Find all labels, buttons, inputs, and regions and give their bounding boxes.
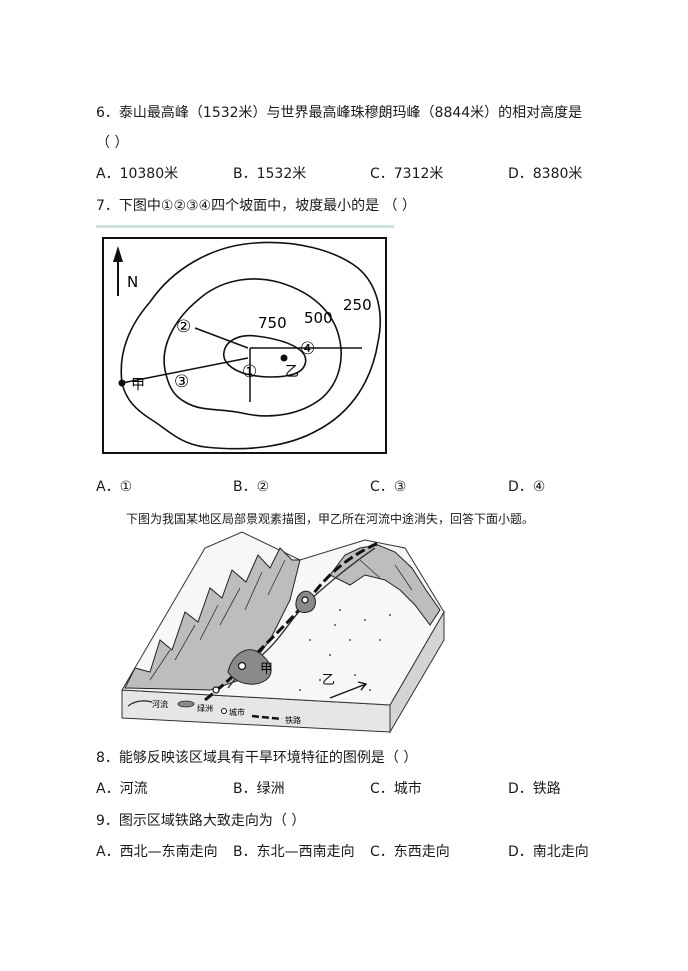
q8-option-c: C．城市 xyxy=(370,781,422,797)
legend-city-label: 城市 xyxy=(229,707,245,717)
slope-label-2: ② xyxy=(176,317,191,337)
legend-city-icon xyxy=(221,708,227,714)
legend-railway-icon xyxy=(251,714,283,721)
q9-stem: 9．图示区域铁路大致走向为（ ） xyxy=(96,813,306,829)
q8-option-a: A．河流 xyxy=(96,781,148,797)
context-caption: 下图为我国某地区局部景观素描图，甲乙所在河流中途消失，回答下面小题。 xyxy=(126,512,535,526)
label-jia: 甲 xyxy=(131,377,145,393)
q8-option-d: D．铁路 xyxy=(508,781,561,797)
q7-option-a: A．① xyxy=(96,479,133,495)
legend-railway-label: 铁路 xyxy=(285,715,301,725)
slope-line-2 xyxy=(194,327,249,349)
mountains-left xyxy=(124,547,301,691)
q6-option-a: A．10380米 xyxy=(96,166,179,182)
block-right-face xyxy=(389,610,445,734)
city-south xyxy=(212,686,220,694)
point-jia xyxy=(118,379,126,387)
contour-750 xyxy=(222,334,307,378)
contour-250 xyxy=(120,241,381,450)
q6-option-d: D．8380米 xyxy=(508,166,583,182)
slope-label-1: ① xyxy=(242,362,257,382)
contour-500 xyxy=(163,278,342,417)
q6-option-b: B．1532米 xyxy=(233,166,307,182)
city-jia xyxy=(237,661,247,671)
contour-label-750: 750 xyxy=(258,314,287,332)
mountains-right xyxy=(329,544,441,626)
north-label: N xyxy=(127,273,138,291)
legend-oasis-icon xyxy=(177,700,195,708)
legend: 河流 绿洲 城市 铁路 xyxy=(127,699,301,725)
oasis-jia xyxy=(227,649,272,685)
railway xyxy=(204,540,381,702)
legend-river-label: 河流 xyxy=(152,699,168,709)
north-arrow-icon xyxy=(113,246,123,296)
desert-dots xyxy=(299,609,391,691)
slope-label-4: ④ xyxy=(300,339,315,359)
block-top xyxy=(121,531,445,706)
separator xyxy=(96,225,394,228)
q8-stem: 8．能够反映该区域具有干旱环境特征的图例是（ ） xyxy=(96,750,418,766)
q6-answer-paren: （ ） xyxy=(96,135,129,151)
q8-option-b: B．绿洲 xyxy=(233,781,285,797)
city-north xyxy=(301,596,309,604)
q9-option-a: A．西北—东南走向 xyxy=(96,844,218,860)
legend-oasis-label: 绿洲 xyxy=(197,704,213,713)
q9-option-d: D．南北走向 xyxy=(508,844,589,860)
q7-stem: 7．下图中①②③④四个坡面中，坡度最小的是 （ ） xyxy=(96,198,417,214)
q7-option-c: C．③ xyxy=(370,479,407,495)
q6-option-c: C．7312米 xyxy=(370,166,444,182)
q7-option-b: B．② xyxy=(233,479,270,495)
diagram-label-jia: 甲 xyxy=(260,662,273,677)
q7-option-d: D．④ xyxy=(508,479,546,495)
slope-line-jia xyxy=(121,357,249,384)
point-yi xyxy=(280,354,288,362)
label-yi: 乙 xyxy=(285,364,299,380)
contour-label-500: 500 xyxy=(304,309,333,327)
oasis-north xyxy=(295,590,316,613)
contour-label-250: 250 xyxy=(343,296,372,314)
legend-river-icon xyxy=(127,700,153,707)
q9-option-b: B．东北—西南走向 xyxy=(233,844,355,860)
river xyxy=(227,547,376,689)
block-front-face xyxy=(121,689,391,733)
slope-label-3: ③ xyxy=(174,372,189,392)
map-frame xyxy=(102,237,387,454)
q9-option-c: C．东西走向 xyxy=(370,844,450,860)
q6-stem: 6．泰山最高峰（1532米）与世界最高峰珠穆朗玛峰（8844米）的相对高度是 xyxy=(96,105,583,121)
diagram-label-yi: 乙 xyxy=(322,673,335,688)
direction-arrow-icon xyxy=(329,681,368,699)
